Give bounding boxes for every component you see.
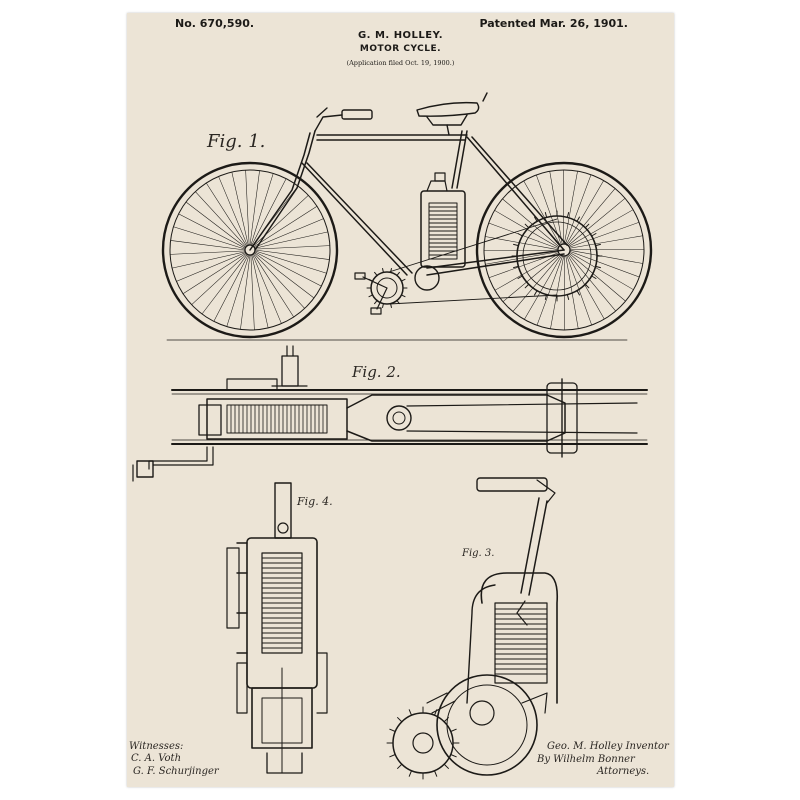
fig1-saddle bbox=[416, 92, 488, 136]
fig1-engine bbox=[420, 172, 466, 268]
witness-signature-2: G. F. Schurjinger bbox=[133, 766, 219, 777]
fig1-crank bbox=[354, 265, 440, 315]
patent-title: MOTOR CYCLE. bbox=[359, 44, 442, 54]
witnesses-label: Witnesses: bbox=[129, 741, 184, 752]
fig1-rear-wheel bbox=[475, 161, 653, 339]
fig1-motorcycle-side-view bbox=[161, 92, 653, 341]
witness-signature-1: C. A. Voth bbox=[131, 753, 182, 764]
fig3-engine-perspective bbox=[386, 477, 559, 780]
fig1-front-wheel bbox=[161, 161, 339, 339]
patent-sheet: No. 670,590. Patented Mar. 26, 1901. G. … bbox=[127, 13, 674, 787]
application-date: (Application filed Oct. 19, 1900.) bbox=[346, 59, 455, 67]
patent-date: Patented Mar. 26, 1901. bbox=[479, 17, 628, 30]
fig1-label: Fig. 1. bbox=[207, 131, 266, 152]
fig1-handlebar bbox=[314, 107, 373, 132]
fig1-frame bbox=[249, 130, 568, 276]
attorney-signature: By Wilhelm Bonner bbox=[537, 754, 635, 765]
inventor-name: G. M. HOLLEY. bbox=[357, 30, 444, 41]
fig2-plan-view bbox=[132, 345, 648, 482]
fig4-engine-section bbox=[226, 482, 328, 774]
fig4-label: Fig. 4. bbox=[297, 495, 333, 508]
patent-drawings bbox=[132, 92, 653, 780]
fig3-label: Fig. 3. bbox=[462, 548, 495, 559]
inventor-signature: Geo. M. Holley Inventor bbox=[547, 741, 669, 752]
fig2-label: Fig. 2. bbox=[352, 363, 401, 381]
patent-number: No. 670,590. bbox=[175, 17, 255, 30]
attorneys-label: Attorneys. bbox=[597, 766, 650, 777]
fig1-chain bbox=[388, 218, 558, 305]
